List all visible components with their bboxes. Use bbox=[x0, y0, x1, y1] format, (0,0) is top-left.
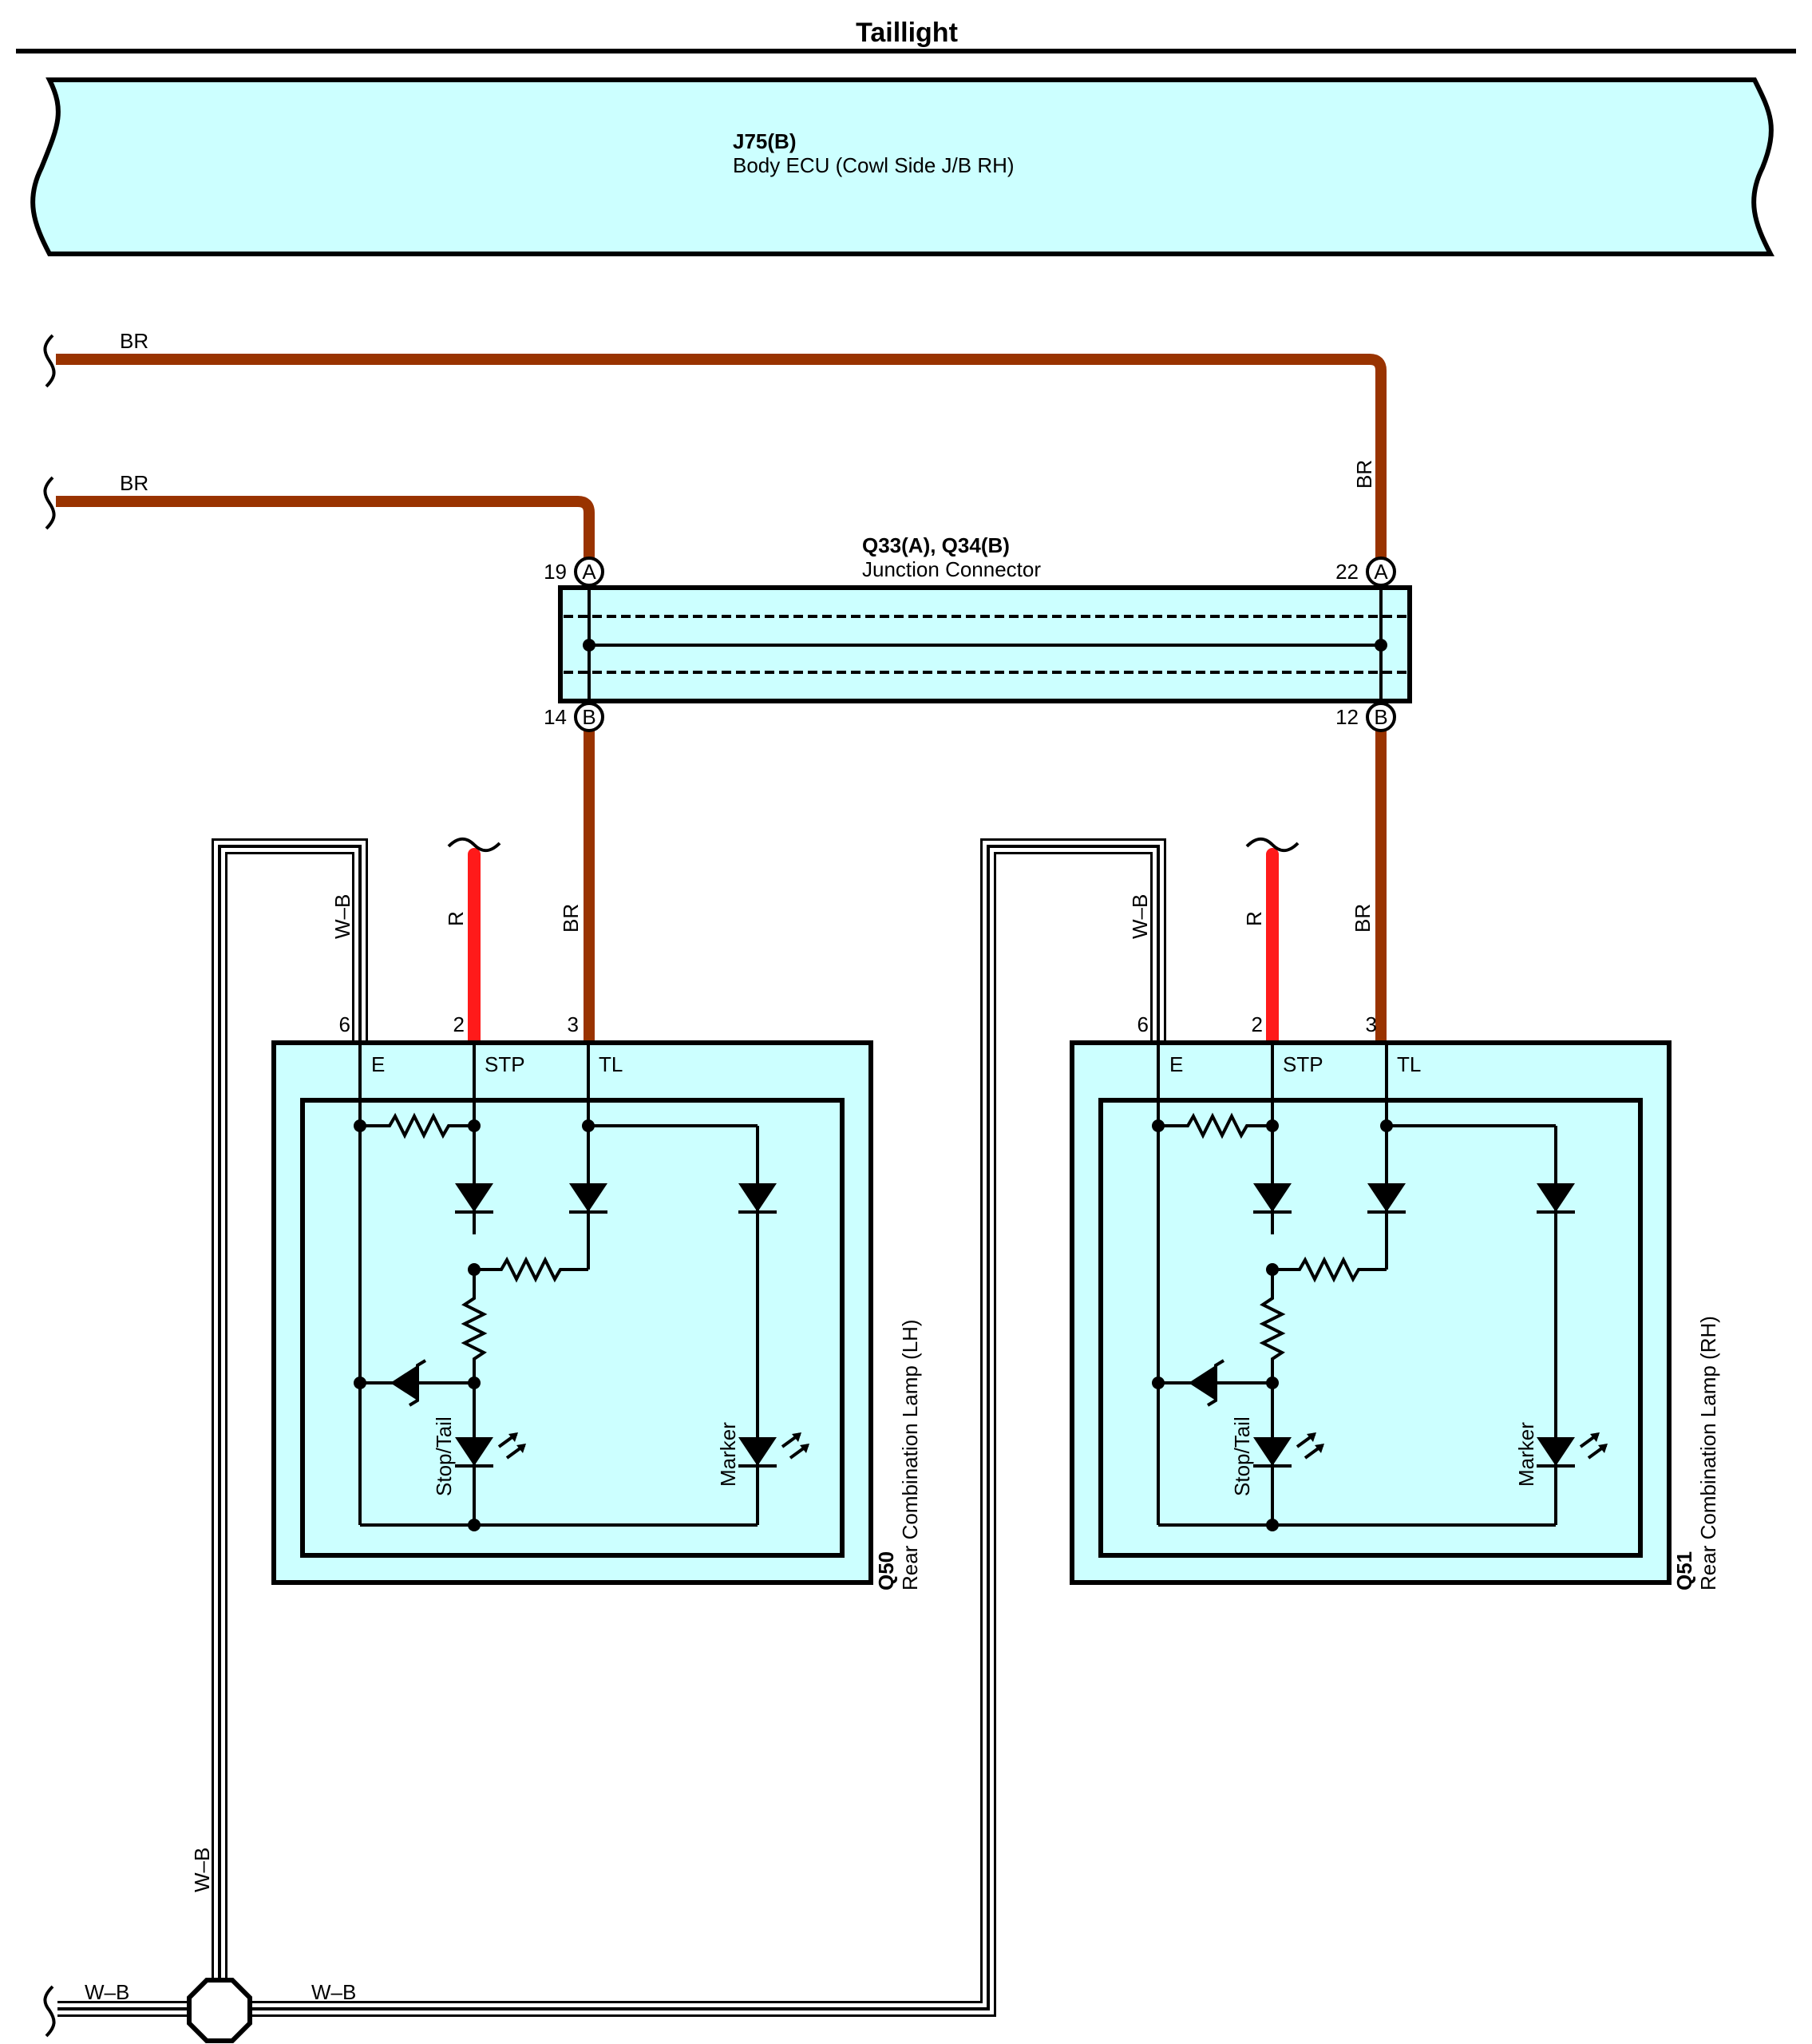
pin-number: 6 bbox=[1137, 1012, 1149, 1036]
lamp-name: Rear Combination Lamp (LH) bbox=[898, 1319, 922, 1590]
page-title: Taillight bbox=[856, 18, 958, 48]
ecu-code: J75(B) bbox=[733, 129, 796, 153]
wire-label-wb: W–B bbox=[190, 1848, 214, 1892]
svg-text:A: A bbox=[1374, 560, 1388, 584]
wire-label-r: R bbox=[444, 911, 468, 926]
led-label-marker: Marker bbox=[1514, 1422, 1538, 1487]
pin-number: 6 bbox=[339, 1012, 350, 1036]
wire-break-icon bbox=[1245, 837, 1300, 853]
terminal-label: STP bbox=[1283, 1052, 1323, 1076]
led-label-marker: Marker bbox=[716, 1422, 740, 1487]
terminal-label: TL bbox=[599, 1052, 623, 1076]
led-label-stop-tail: Stop/Tail bbox=[432, 1416, 456, 1496]
wire-label-wb: W–B bbox=[330, 894, 354, 939]
pin-number: 2 bbox=[453, 1012, 465, 1036]
junction-pin-a22: A 22 bbox=[1335, 557, 1396, 587]
svg-text:12: 12 bbox=[1335, 705, 1359, 729]
pin-number: 2 bbox=[1252, 1012, 1263, 1036]
wire-label-br: BR bbox=[120, 471, 148, 495]
ecu-name: Body ECU (Cowl Side J/B RH) bbox=[733, 153, 1015, 177]
terminal-label: E bbox=[1169, 1052, 1183, 1076]
lamp-lh: 6 2 3 E STP TL Stop/Tail Marker Q50 Rear… bbox=[274, 1012, 922, 1590]
svg-text:B: B bbox=[582, 705, 595, 729]
junction-code: Q33(A), Q34(B) bbox=[862, 533, 1010, 557]
wire-label-br: BR bbox=[1351, 904, 1375, 933]
wire-label-br: BR bbox=[120, 329, 148, 353]
terminal-label: TL bbox=[1397, 1052, 1421, 1076]
wire-break-icon bbox=[43, 476, 56, 530]
wire-break-icon bbox=[447, 837, 501, 853]
lamp-code: Q50 bbox=[874, 1551, 898, 1590]
lamp-code: Q51 bbox=[1672, 1551, 1696, 1590]
wire-label-br: BR bbox=[1352, 460, 1376, 489]
svg-text:B: B bbox=[1374, 705, 1387, 729]
led-label-stop-tail: Stop/Tail bbox=[1230, 1416, 1254, 1496]
svg-text:19: 19 bbox=[544, 560, 567, 584]
junction-name: Junction Connector bbox=[862, 557, 1041, 581]
junction-pin-b12: B 12 bbox=[1335, 702, 1396, 732]
svg-text:22: 22 bbox=[1335, 560, 1359, 584]
body-ecu-block bbox=[30, 77, 1774, 256]
wire-label-r: R bbox=[1242, 911, 1266, 926]
lamp-rh: 6 2 3 E STP TL Stop/Tail Marker Q51 Rear… bbox=[1072, 1012, 1720, 1590]
lamp-name: Rear Combination Lamp (RH) bbox=[1696, 1316, 1720, 1590]
wire-break-icon bbox=[43, 334, 56, 388]
wire-br-upper bbox=[56, 354, 1387, 575]
wire-label-wb: W–B bbox=[1128, 894, 1152, 939]
svg-text:14: 14 bbox=[544, 705, 567, 729]
svg-text:A: A bbox=[582, 560, 596, 584]
pin-number: 3 bbox=[568, 1012, 579, 1036]
splice-point bbox=[187, 1978, 252, 2043]
wire-break-icon bbox=[43, 1985, 56, 2038]
terminal-label: STP bbox=[485, 1052, 525, 1076]
junction-pin-b14: B 14 bbox=[544, 702, 604, 732]
wire-label-wb: W–B bbox=[85, 1980, 129, 2004]
wire-br-lower bbox=[56, 496, 595, 575]
terminal-label: E bbox=[371, 1052, 385, 1076]
junction-pin-a19: A 19 bbox=[544, 557, 604, 587]
wire-label-wb: W–B bbox=[311, 1980, 356, 2004]
wire-label-br: BR bbox=[559, 904, 583, 933]
pin-number: 3 bbox=[1366, 1012, 1377, 1036]
